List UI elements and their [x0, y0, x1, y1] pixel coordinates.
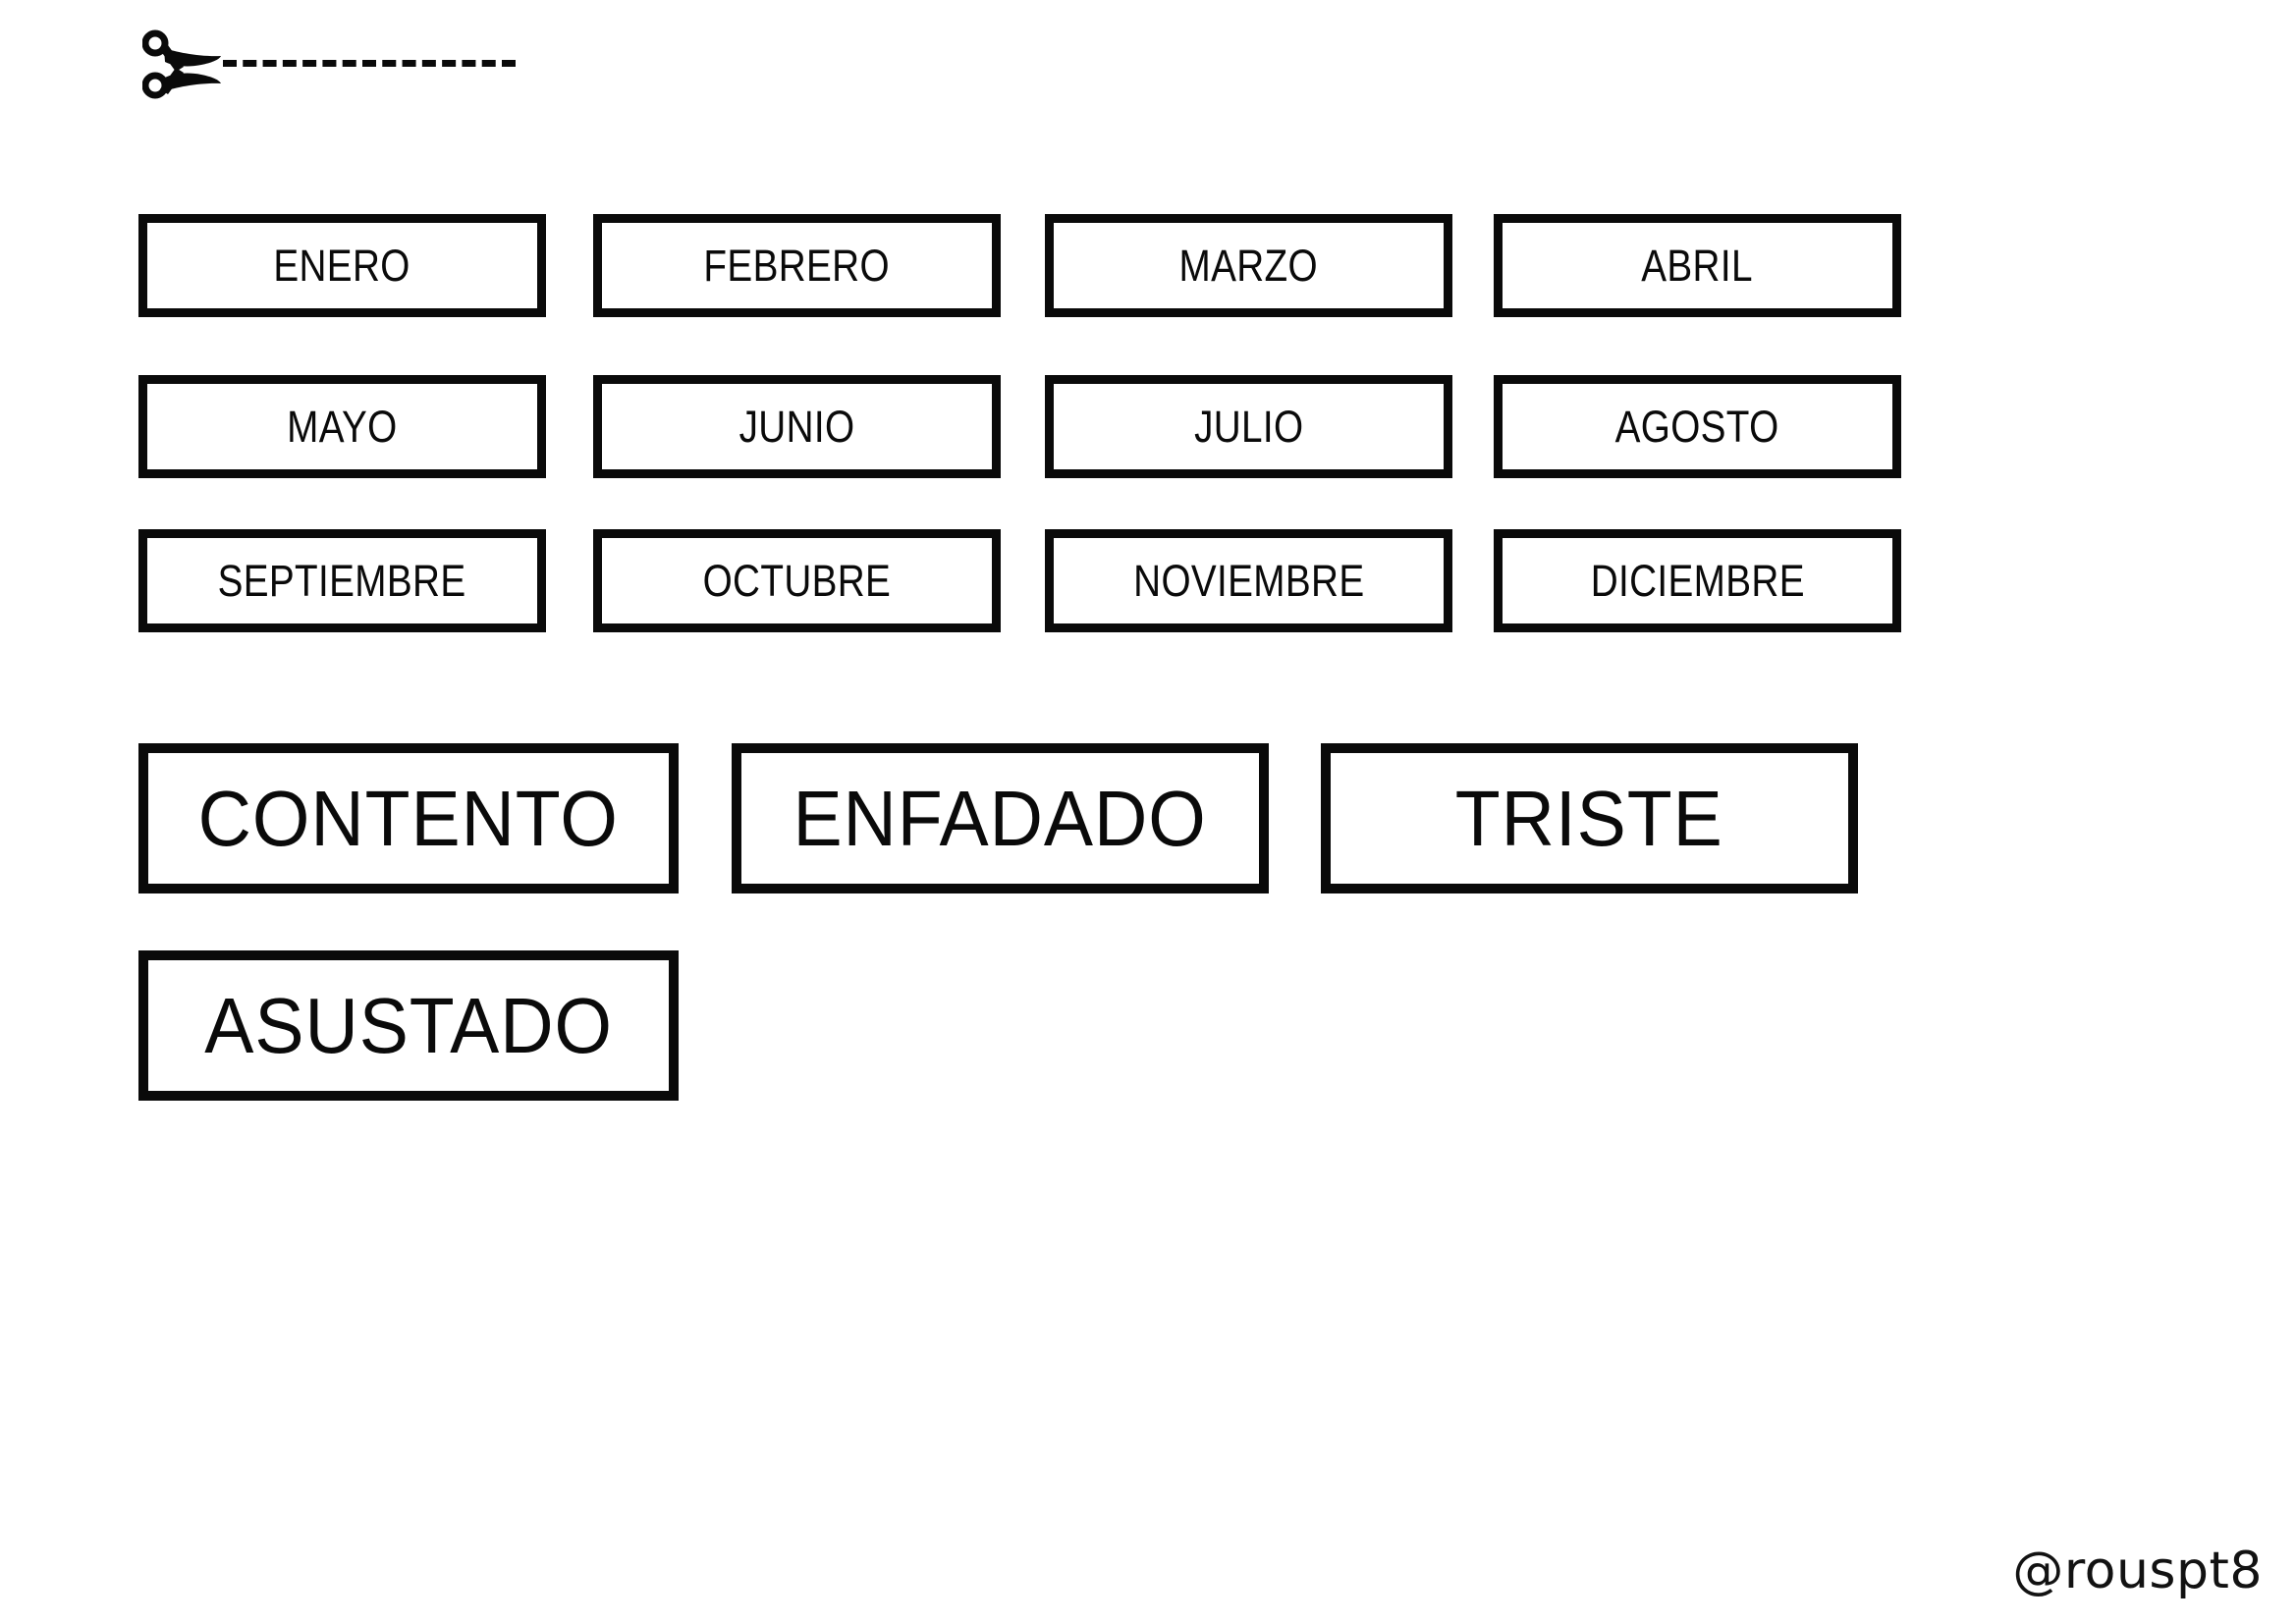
- month-card-label: NOVIEMBRE: [1132, 556, 1365, 606]
- month-card-label: JULIO: [1193, 402, 1304, 452]
- cut-guide: [142, 24, 516, 102]
- month-card-septiembre[interactable]: SEPTIEMBRE: [138, 529, 546, 632]
- emotion-card-label: TRISTE: [1454, 774, 1724, 862]
- month-card-julio[interactable]: JULIO: [1045, 375, 1452, 478]
- cut-dashed-line: [223, 59, 516, 67]
- month-card-enero[interactable]: ENERO: [138, 214, 546, 317]
- scissors-icon: [142, 29, 221, 99]
- author-watermark: @rouspt8: [2012, 1542, 2263, 1600]
- month-card-diciembre[interactable]: DICIEMBRE: [1494, 529, 1901, 632]
- emotion-card-label: ENFADADO: [793, 774, 1208, 862]
- month-card-label: MAYO: [287, 402, 398, 452]
- emotion-card-enfadado[interactable]: ENFADADO: [732, 743, 1269, 893]
- month-card-agosto[interactable]: AGOSTO: [1494, 375, 1901, 478]
- month-card-octubre[interactable]: OCTUBRE: [593, 529, 1001, 632]
- emotion-card-label: CONTENTO: [197, 774, 620, 862]
- month-card-label: ENERO: [273, 241, 411, 291]
- month-card-abril[interactable]: ABRIL: [1494, 214, 1901, 317]
- emotion-card-triste[interactable]: TRISTE: [1321, 743, 1858, 893]
- month-card-label: JUNIO: [738, 402, 855, 452]
- month-card-noviembre[interactable]: NOVIEMBRE: [1045, 529, 1452, 632]
- month-card-febrero[interactable]: FEBRERO: [593, 214, 1001, 317]
- month-card-label: MARZO: [1178, 241, 1319, 291]
- month-card-label: DICIEMBRE: [1590, 556, 1805, 606]
- month-card-junio[interactable]: JUNIO: [593, 375, 1001, 478]
- month-card-label: ABRIL: [1641, 241, 1754, 291]
- month-card-label: FEBRERO: [703, 241, 891, 291]
- month-card-label: AGOSTO: [1615, 402, 1779, 452]
- month-card-label: SEPTIEMBRE: [218, 556, 466, 606]
- emotion-card-label: ASUSTADO: [204, 981, 613, 1069]
- month-card-marzo[interactable]: MARZO: [1045, 214, 1452, 317]
- emotion-card-asustado[interactable]: ASUSTADO: [138, 950, 679, 1101]
- emotion-card-contento[interactable]: CONTENTO: [138, 743, 679, 893]
- month-card-mayo[interactable]: MAYO: [138, 375, 546, 478]
- month-card-label: OCTUBRE: [702, 556, 892, 606]
